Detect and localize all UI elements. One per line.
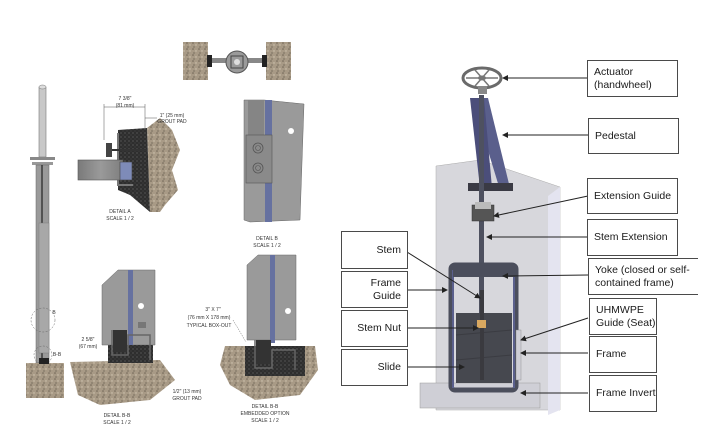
plan-view	[183, 42, 291, 80]
label-yoke: Yoke (closed or self-contained frame)	[588, 258, 698, 295]
label-extension-guide: Extension Guide	[587, 178, 678, 214]
label-actuator: Actuator (handwheel)	[587, 60, 678, 97]
detail-bb-height-dim: 2 5/8"	[81, 337, 95, 343]
detail-bb-drawing	[70, 269, 175, 405]
detail-a-grout-dim: 1" (25 mm)	[159, 113, 185, 119]
callout-b: B	[52, 310, 56, 316]
label-uhmwpe-guide: UHMWPE Guide (Seat)	[589, 298, 657, 335]
label-frame: Frame	[589, 336, 657, 373]
label-pedestal: Pedestal	[588, 118, 679, 154]
detail-b-title: DETAIL B	[256, 236, 278, 242]
detail-a-grout-label: GROUT PAD	[157, 119, 187, 125]
detail-bb-embedded-drawing	[220, 254, 318, 400]
detail-bb-embedded-title: DETAIL B-B	[251, 404, 279, 410]
boxout-metric: (76 mm X 178 mm)	[187, 315, 231, 321]
boxout-dim: 3" X 7"	[205, 307, 221, 313]
detail-bb-height-metric: (67 mm)	[78, 344, 98, 350]
slide-gate-illustration	[419, 66, 561, 415]
callout-bb: B-B	[52, 352, 62, 358]
detail-a-width-metric: (81 mm)	[115, 103, 135, 109]
detail-b-drawing	[243, 99, 305, 223]
boxout-label: TYPICAL BOX-OUT	[186, 323, 232, 329]
label-frame-invert: Frame Invert	[589, 375, 657, 412]
label-frame-guide: Frame Guide	[341, 271, 408, 308]
elevation-view	[26, 84, 64, 398]
detail-b-scale: SCALE 1 / 2	[253, 243, 281, 249]
detail-bb-title: DETAIL B-B	[103, 413, 131, 419]
detail-a-scale: SCALE 1 / 2	[106, 216, 134, 222]
label-stem: Stem	[341, 231, 408, 269]
detail-a-width-dim: 7 3/8"	[118, 96, 132, 102]
leader-lines	[406, 75, 589, 396]
label-stem-extension: Stem Extension	[587, 219, 678, 256]
detail-bb-scale: SCALE 1 / 2	[103, 420, 131, 426]
label-slide: Slide	[341, 349, 408, 386]
detail-a-drawing	[77, 104, 180, 212]
detail-bb-embedded-scale: SCALE 1 / 2	[251, 418, 279, 424]
detail-bb-grout-dim: 1/2" (13 mm)	[172, 389, 202, 395]
label-stem-nut: Stem Nut	[341, 310, 408, 347]
detail-a-title: DETAIL A	[109, 209, 131, 215]
detail-bb-grout-label: GROUT PAD	[172, 396, 202, 402]
detail-bb-embedded-subtitle: EMBEDDED OPTION	[240, 411, 290, 417]
